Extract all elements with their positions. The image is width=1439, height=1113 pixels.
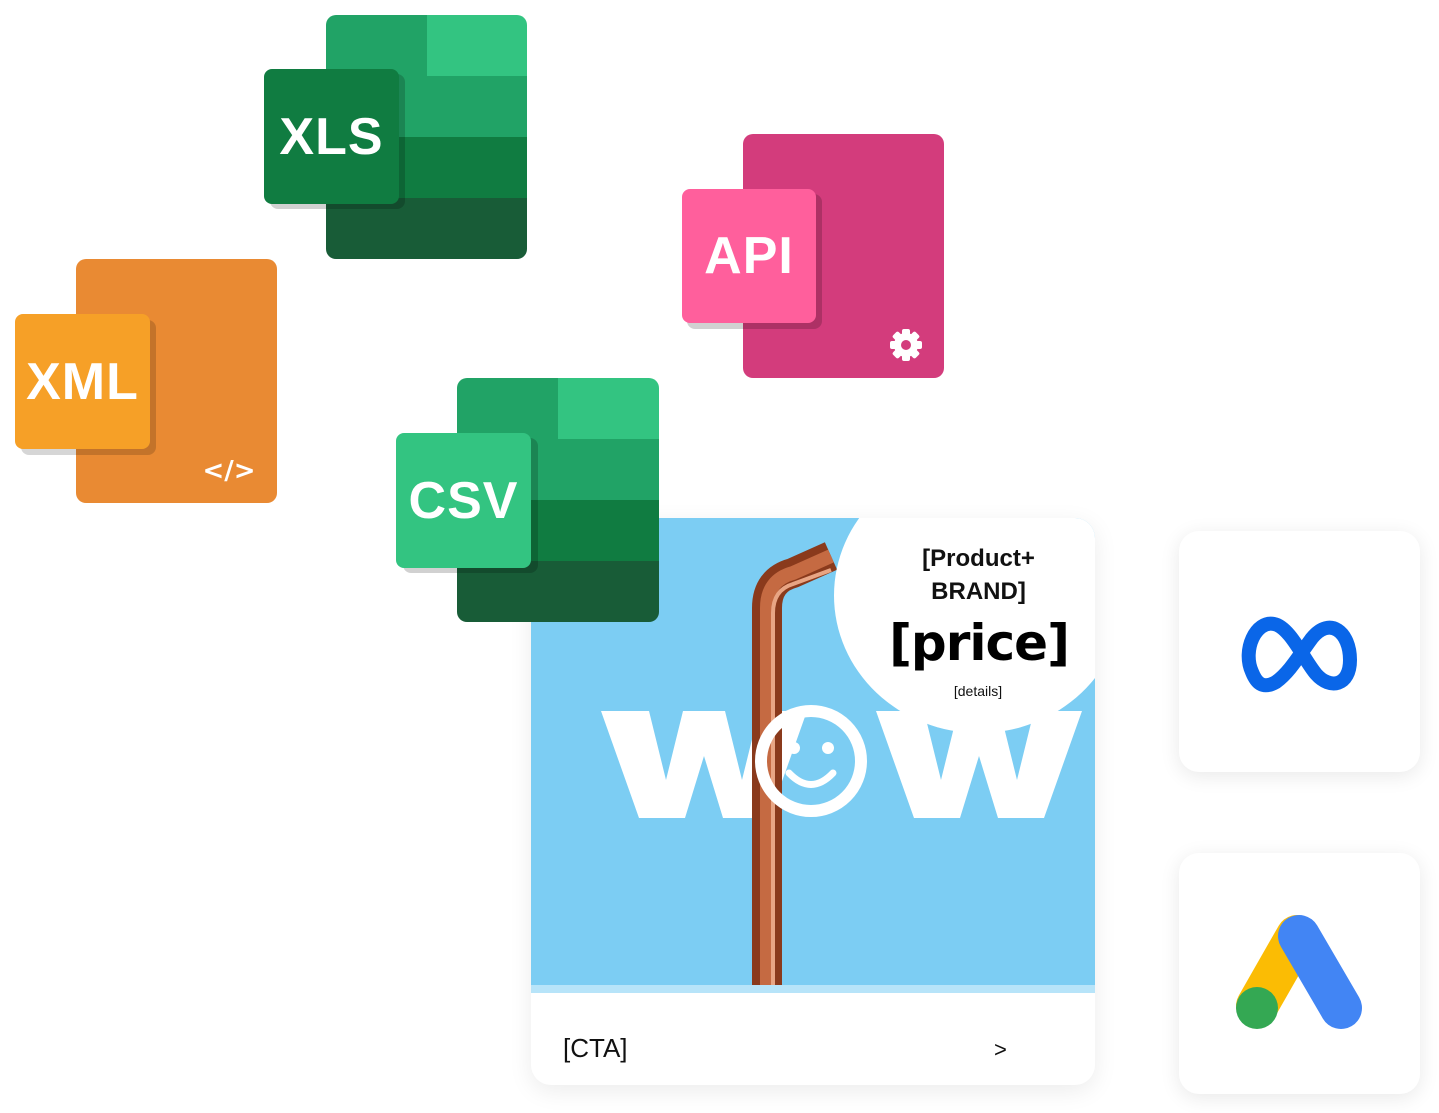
meta-logo-icon	[1241, 616, 1357, 692]
xml-file-icon: XML </>	[14, 259, 278, 504]
wow-graphic	[601, 542, 1082, 993]
xls-file-icon: XLS	[264, 15, 528, 260]
xml-label: XML	[15, 314, 150, 449]
image-bottom-strip	[531, 985, 1095, 993]
ad-image: [Product+ BRAND] [price] [details]	[531, 518, 1095, 993]
api-label: API	[682, 189, 816, 323]
meta-platform-card[interactable]	[1179, 531, 1420, 772]
api-file-icon: API	[681, 134, 945, 379]
xls-label: XLS	[264, 69, 399, 204]
ad-product-brand: [Product+ BRAND]	[922, 545, 1035, 605]
ad-price: [price]	[889, 614, 1070, 672]
code-icon: </>	[202, 456, 256, 486]
ad-details: [details]	[953, 683, 1003, 699]
google-ads-platform-card[interactable]	[1179, 853, 1420, 1094]
chevron-right-icon[interactable]: >	[994, 1037, 1007, 1062]
ad-preview-card: [Product+ BRAND] [price] [details] [CTA]…	[531, 518, 1095, 1085]
csv-label: CSV	[396, 433, 531, 568]
gear-icon	[886, 325, 926, 365]
google-ads-logo-icon	[1235, 914, 1362, 1029]
csv-file-icon: CSV	[396, 378, 660, 623]
ad-cta-label[interactable]: [CTA]	[563, 1033, 628, 1063]
ad-footer[interactable]: [CTA] >	[531, 993, 1095, 1085]
